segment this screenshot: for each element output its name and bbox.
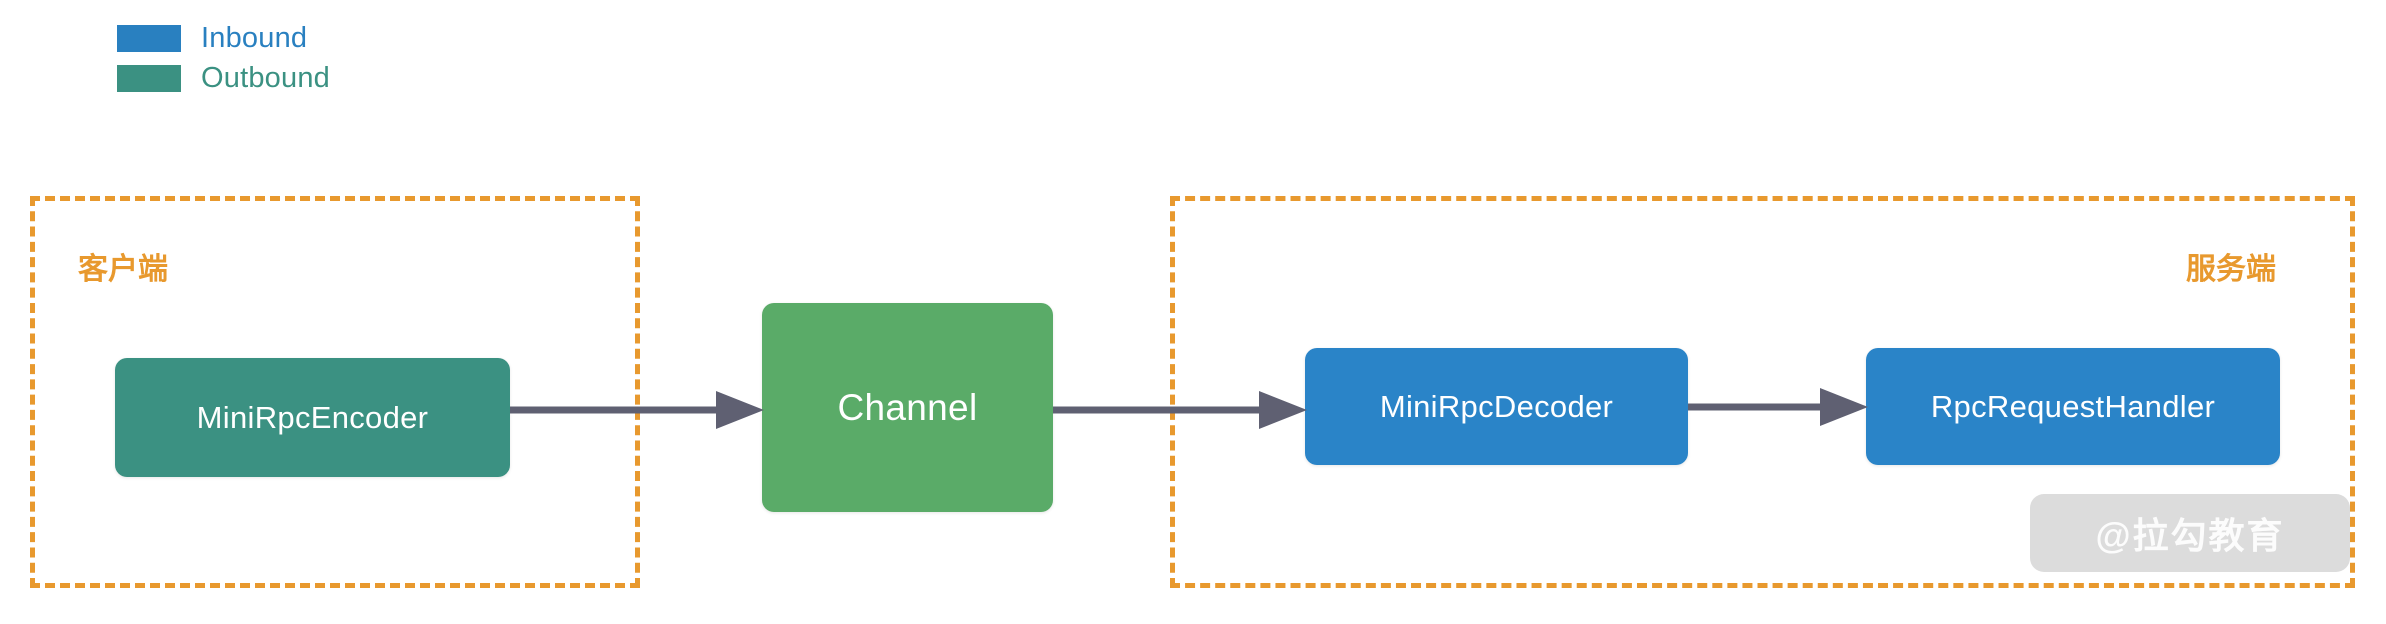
node-rpc-request-handler-label: RpcRequestHandler bbox=[1930, 388, 2216, 424]
node-channel[interactable]: Channel bbox=[762, 303, 1053, 512]
zone-client-label: 客户端 bbox=[78, 253, 168, 286]
legend-item-outbound: Outbound bbox=[117, 58, 717, 98]
watermark: @拉勾教育 bbox=[2030, 494, 2350, 572]
arrow-channel-to-decoder bbox=[1053, 391, 1307, 429]
node-mini-rpc-encoder-label: MiniRpcEncoder bbox=[196, 399, 429, 435]
zone-server-label: 服务端 bbox=[2186, 253, 2276, 286]
node-channel-label: Channel bbox=[837, 386, 978, 428]
legend: Inbound Outbound bbox=[117, 18, 717, 98]
watermark-text: @拉勾教育 bbox=[2095, 515, 2285, 556]
legend-swatch-inbound bbox=[117, 24, 181, 52]
node-mini-rpc-decoder-label: MiniRpcDecoder bbox=[1379, 388, 1614, 424]
node-mini-rpc-encoder[interactable]: MiniRpcEncoder bbox=[115, 358, 510, 477]
legend-item-inbound: Inbound bbox=[117, 18, 717, 58]
zone-client bbox=[30, 196, 640, 588]
legend-swatch-outbound bbox=[117, 64, 181, 92]
arrow-encoder-to-channel bbox=[510, 391, 764, 429]
legend-label-inbound: Inbound bbox=[201, 21, 308, 54]
legend-label-outbound: Outbound bbox=[201, 61, 330, 94]
arrow-decoder-to-handler bbox=[1688, 388, 1868, 426]
zone-server bbox=[1170, 196, 2355, 588]
node-mini-rpc-decoder[interactable]: MiniRpcDecoder bbox=[1305, 348, 1688, 465]
node-rpc-request-handler[interactable]: RpcRequestHandler bbox=[1866, 348, 2280, 465]
